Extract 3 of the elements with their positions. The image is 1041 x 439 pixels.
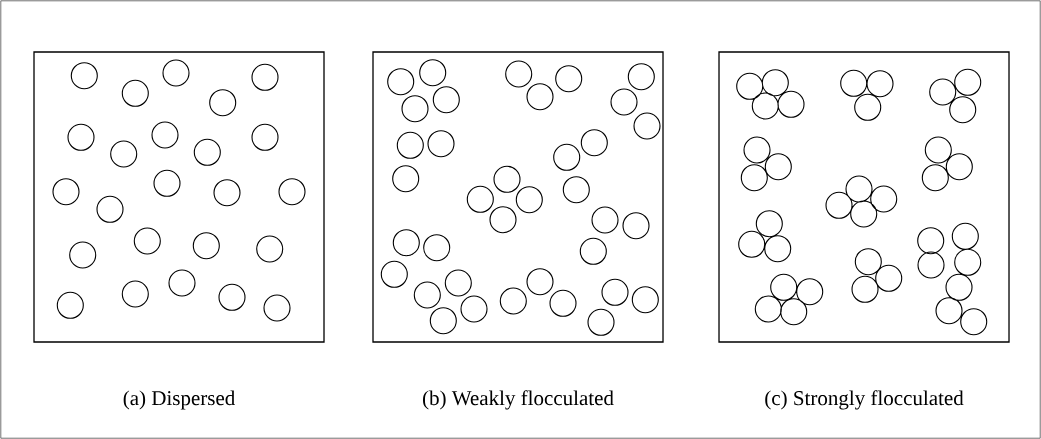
panel-caption: (b) Weakly flocculated bbox=[423, 390, 614, 410]
panel-caption: (c) Strongly flocculated bbox=[765, 390, 964, 410]
panel-caption: (a) Dispersed bbox=[123, 390, 235, 410]
